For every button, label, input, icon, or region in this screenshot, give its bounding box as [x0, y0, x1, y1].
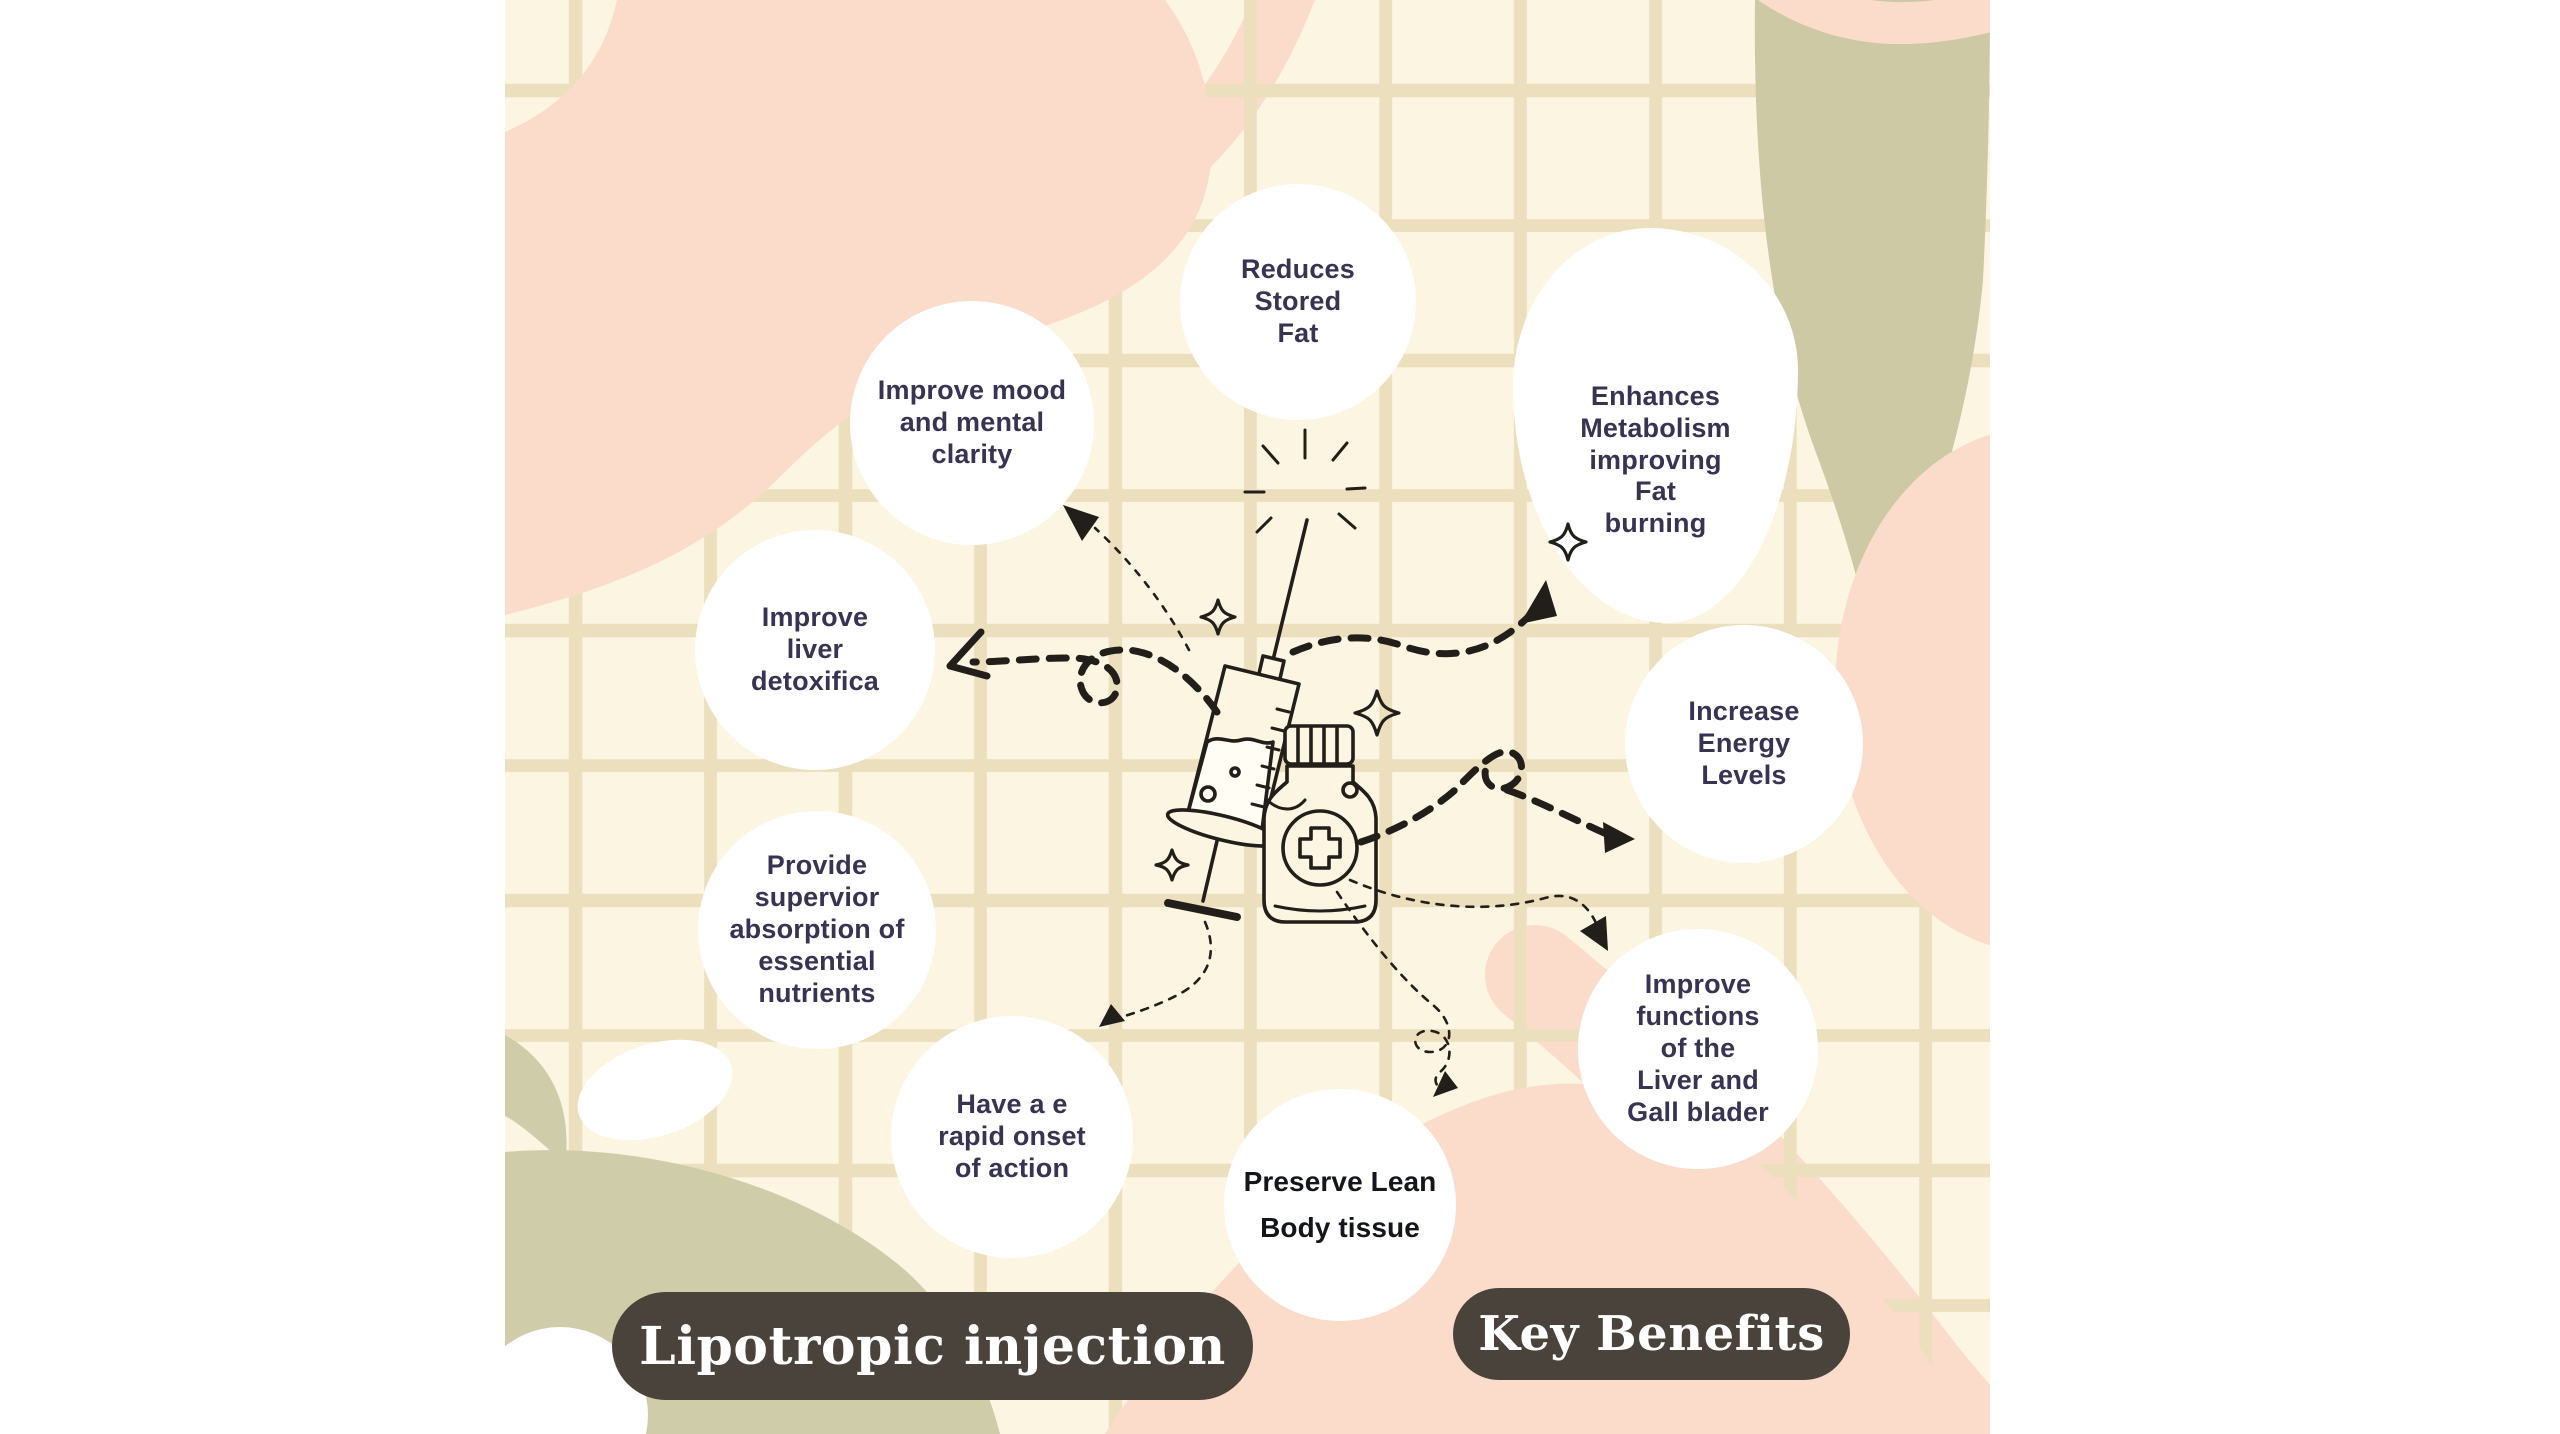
benefit-bubble-enhances-metabolism: Enhances Metabolism improving Fat burnin…	[1513, 228, 1798, 623]
benefit-bubble-rapid-onset: Have a e rapid onset of action	[891, 1016, 1133, 1258]
syringe-bubble	[1199, 785, 1217, 803]
arrowhead-preserve-lean	[1433, 1071, 1458, 1097]
bottle-dot	[1341, 781, 1359, 799]
arrowhead-enhances-metabolism	[1520, 580, 1557, 624]
benefit-bubble-increase-energy: Increase Energy Levels	[1625, 625, 1863, 863]
benefit-label: Increase Energy Levels	[1688, 696, 1800, 790]
white-blob-left	[577, 1039, 733, 1141]
medicine-bottle-icon	[1262, 724, 1378, 924]
olive-wedge-left	[505, 1035, 567, 1165]
benefit-bubble-improve-liver-detox: Improve liver detoxifica	[695, 530, 935, 770]
bottle-cap	[1283, 724, 1355, 766]
syringe-scale-ticks	[1250, 707, 1291, 809]
dashed-arrows	[946, 505, 1635, 1097]
arrow-to-improve-liver	[969, 646, 1221, 716]
syringe-plunger-bar	[1164, 899, 1241, 921]
arrowhead-increase-energy	[1603, 822, 1635, 853]
arrow-to-rapid-onset	[1113, 920, 1213, 1021]
benefit-label: Improve liver detoxifica	[750, 602, 880, 696]
arrowhead-improve-liver	[946, 628, 991, 680]
benefit-bubble-reduces-stored-fat: Reduces Stored Fat	[1180, 184, 1416, 420]
bottle-squiggle	[1265, 798, 1307, 811]
benefit-label: Improve mood and mental clarity	[877, 375, 1067, 469]
arrow-to-liver-gallbladder	[1348, 878, 1601, 932]
benefit-label: Have a e rapid onset of action	[938, 1089, 1086, 1183]
starburst-icon	[1243, 428, 1367, 534]
pink-blob-top-left	[505, 0, 1212, 615]
center-illustration	[946, 428, 1635, 1097]
syringe-plunger-rod	[1201, 839, 1219, 903]
arrowhead-improve-mood	[1063, 505, 1099, 541]
bottle-cross	[1298, 826, 1342, 870]
arrow-to-enhances-metabolism	[1289, 595, 1546, 658]
benefit-label: Reduces Stored Fat	[1241, 254, 1355, 348]
arrowhead-liver-gallbladder	[1580, 916, 1608, 951]
pink-ribbon-top-right	[1758, 0, 1990, 45]
badge-key-benefits: Key Benefits	[1453, 1288, 1850, 1380]
syringe-bubble	[1229, 766, 1241, 778]
arrow-to-improve-mood	[1093, 526, 1191, 652]
pink-blob-right-edge	[1835, 434, 1990, 946]
syringe-needle	[1271, 518, 1309, 662]
benefit-label: Enhances Metabolism improving Fat burnin…	[1580, 380, 1731, 539]
arrowhead-rapid-onset	[1099, 1004, 1125, 1027]
benefit-label: Provide supervior absorption of essentia…	[729, 850, 905, 1008]
benefit-label: Improve functions of the Liver and Gall …	[1627, 969, 1769, 1127]
benefit-bubble-liver-gallbladder: Improve functions of the Liver and Gall …	[1578, 929, 1818, 1169]
infographic-content: Reduces Stored Fat Improve mood and ment…	[505, 0, 1990, 1434]
benefit-bubble-preserve-lean: Preserve Lean Body tissue	[1224, 1089, 1456, 1321]
badge-lipotropic-injection: Lipotropic injection	[612, 1292, 1253, 1400]
benefit-label: Preserve Lean Body tissue	[1243, 1165, 1437, 1243]
benefit-bubble-improve-mood: Improve mood and mental clarity	[850, 301, 1094, 545]
bottle-emblem-circle	[1281, 809, 1359, 887]
arrow-to-increase-energy	[1357, 748, 1615, 846]
badge-label: Key Benefits	[1478, 1306, 1825, 1362]
bottle-bottom-line	[1273, 904, 1367, 913]
benefit-bubble-superior-absorption: Provide supervior absorption of essentia…	[698, 811, 936, 1049]
sparkle-icon	[1154, 522, 1588, 882]
arrow-to-preserve-lean	[1335, 890, 1451, 1091]
badge-label: Lipotropic injection	[639, 1315, 1226, 1377]
